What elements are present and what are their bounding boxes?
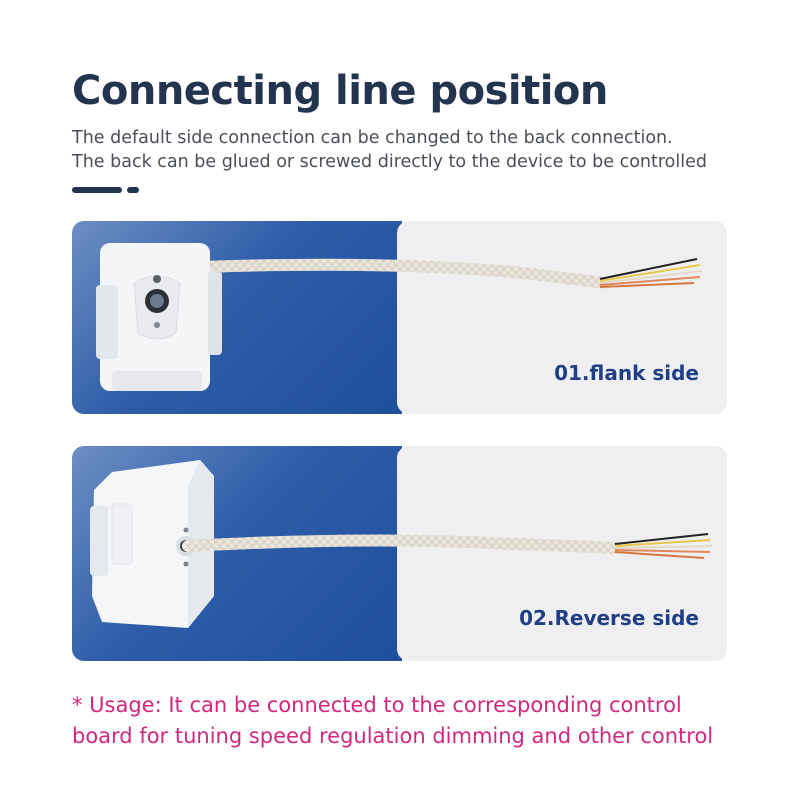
panel-flank-side: 01.flank side	[72, 221, 727, 414]
usage-line-2: board for tuning speed regulation dimmin…	[72, 724, 714, 748]
page-subtitle: The default side connection can be chang…	[72, 126, 707, 174]
panel-background-gray	[397, 446, 727, 661]
page-title: Connecting line position	[72, 68, 608, 114]
panel-reverse-side: 02.Reverse side	[72, 446, 727, 661]
accent-divider-long	[72, 187, 122, 193]
sensor-module-icon	[90, 460, 713, 628]
panel-label-flank-side: 01.flank side	[554, 361, 699, 385]
braided-cable-icon	[182, 533, 713, 559]
accent-divider-short	[127, 187, 139, 193]
panel-background-gray	[397, 221, 727, 414]
usage-line-1: * Usage: It can be connected to the corr…	[72, 693, 682, 717]
accent-divider	[72, 187, 139, 193]
subtitle-line-2: The back can be glued or screwed directl…	[72, 152, 707, 172]
sensor-module-icon	[96, 243, 703, 391]
usage-note: * Usage: It can be connected to the corr…	[72, 690, 713, 752]
subtitle-line-1: The default side connection can be chang…	[72, 128, 673, 148]
braided-cable-icon	[196, 258, 703, 289]
panel-label-reverse-side: 02.Reverse side	[519, 606, 699, 630]
